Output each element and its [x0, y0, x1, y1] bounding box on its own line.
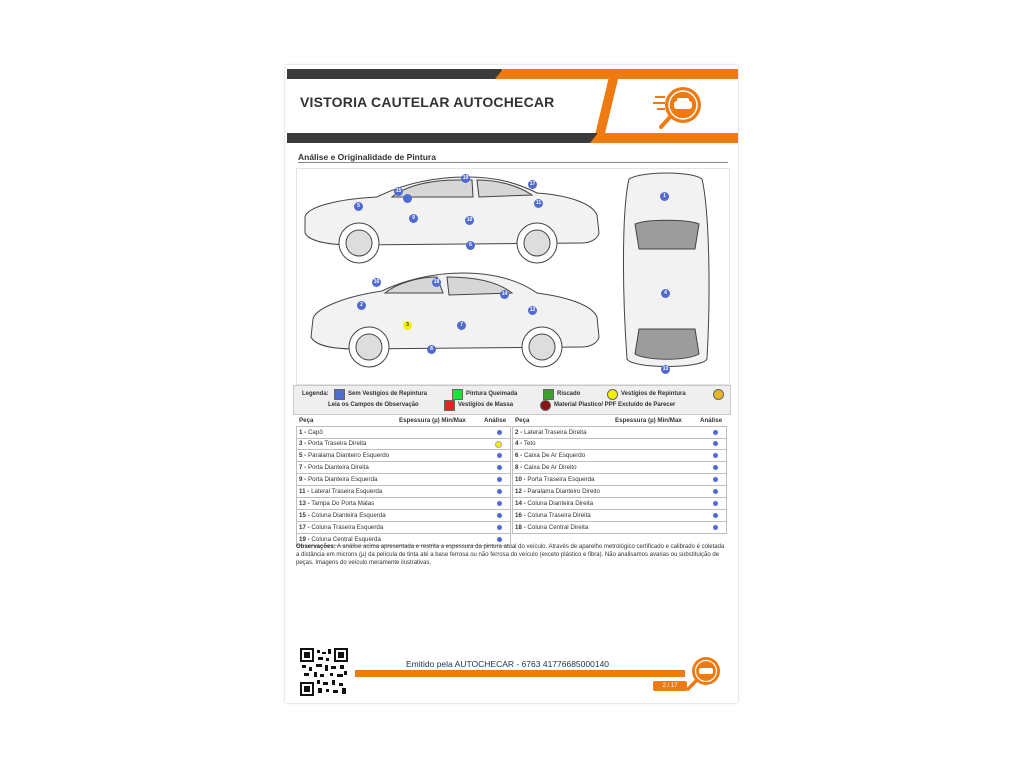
legend-label: Leia os Campos de Observação	[328, 402, 419, 408]
status-dot	[497, 501, 502, 506]
legend-swatch-orange	[713, 389, 724, 400]
marker-2: 2	[357, 301, 366, 310]
header-espessura: Espessura (µ) Min/Max	[399, 417, 466, 424]
section-divider	[298, 162, 728, 163]
table-row: 14 - Coluna Dianteira Direita	[512, 498, 727, 510]
legend-label: Vestígios de Repintura	[621, 391, 686, 397]
table-row: 4 - Teto	[512, 438, 727, 450]
legend-label: Sem Vestígios de Repintura	[348, 391, 428, 397]
header-analise: Análise	[700, 417, 723, 424]
table-row: 9 - Porta Dianteira Esquerda	[296, 474, 511, 486]
legend-swatch-green	[452, 389, 463, 400]
marker-5: 5	[354, 202, 363, 211]
report-page: VISTORIA CAUTELAR AUTOCHECAR Análise e O…	[285, 65, 738, 703]
status-dot	[713, 513, 718, 518]
marker-14: 14	[500, 290, 509, 299]
qr-code-icon	[300, 648, 348, 696]
table-row: 19 - Coluna Central Esquerda	[296, 534, 511, 546]
marker-16: 16	[372, 278, 381, 287]
marker-11: 11	[534, 199, 543, 208]
header-band-lower	[285, 133, 738, 143]
marker-6: 6	[466, 241, 475, 250]
status-dot	[497, 525, 502, 530]
legend-label: Vestígios de Massa	[458, 402, 514, 408]
status-dot	[495, 441, 502, 448]
legend-title: Legenda:	[302, 391, 329, 397]
marker-1: 1	[660, 192, 669, 201]
table-row: 7 - Porta Dianteira Direita	[296, 462, 511, 474]
status-dot	[497, 513, 502, 518]
table-row: 3 - Porta Traseira Direita	[296, 438, 511, 450]
legend-swatch-red	[444, 400, 455, 411]
table-row: 5 - Paralama Dianteiro Esquerdo	[296, 450, 511, 462]
legend-swatch-yellow	[607, 389, 618, 400]
marker-12: 12	[528, 306, 537, 315]
status-dot	[497, 430, 502, 435]
marker-9-side	[403, 194, 412, 203]
marker-19: 19	[461, 174, 470, 183]
marker-9: 9	[409, 214, 418, 223]
legend-swatch-dark-red	[540, 400, 551, 411]
observations-body: A análise acima apresentada e restrita a…	[296, 544, 725, 566]
marker-17: 17	[528, 180, 537, 189]
observations-label: Observações:	[296, 544, 336, 550]
status-dot	[713, 453, 718, 458]
legend-label: Material Plastico/ PPF Excluído de Parec…	[554, 402, 676, 408]
status-dot	[713, 525, 718, 530]
table-row: 12 - Paralama Dianteiro Direito	[512, 486, 727, 498]
header-peca: Peça	[299, 417, 314, 424]
status-dot	[497, 465, 502, 470]
autochecar-logo-icon	[653, 87, 701, 129]
status-dot	[713, 501, 718, 506]
table-row: 17 - Coluna Traseira Esquerda	[296, 522, 511, 534]
page-indicator: 2 / 17	[653, 681, 687, 691]
legend-swatch-dark-green	[543, 389, 554, 400]
table-row: 1 - Capô	[296, 426, 511, 439]
legend-label: Pintura Queimada	[466, 391, 518, 397]
marker-4: 4	[661, 289, 670, 298]
car-outline-drawing	[304, 172, 710, 368]
marker-7: 7	[457, 321, 466, 330]
table-row: 10 - Porta Traseira Esquerda	[512, 474, 727, 486]
status-dot	[713, 477, 718, 482]
status-dot	[713, 430, 718, 435]
status-dot	[713, 489, 718, 494]
legend-label: Riscado	[557, 391, 581, 397]
status-dot	[497, 477, 502, 482]
status-dot	[497, 537, 502, 542]
marker-13: 13	[661, 365, 670, 374]
header-accent-slash	[595, 75, 619, 135]
table-row: 11 - Lateral Traseira Esquerda	[296, 486, 511, 498]
header-band	[285, 69, 738, 79]
vehicle-diagram: 5 15 19 17 11 9 10 6 16 18 14 2 12 3 7 8…	[296, 168, 730, 385]
marker-8: 8	[427, 345, 436, 354]
table-row: 16 - Coluna Traseira Direita	[512, 510, 727, 522]
marker-3: 3	[403, 321, 412, 330]
paint-table: Peça Espessura (µ) Min/Max Análise Peça …	[296, 417, 728, 546]
table-row: 6 - Caixa De Ar Esquerdo	[512, 450, 727, 462]
header-analise: Análise	[484, 417, 507, 424]
status-dot	[497, 453, 502, 458]
legend: Legenda: Sem Vestígios de Repintura Pint…	[293, 385, 731, 415]
marker-15: 15	[394, 187, 403, 196]
footer-logo-icon	[686, 657, 720, 691]
marker-10: 10	[465, 216, 474, 225]
legend-swatch-blue	[334, 389, 345, 400]
marker-18: 18	[432, 278, 441, 287]
section-title: Análise e Originalidade de Pintura	[298, 152, 436, 162]
table-row: 8 - Caixa De Ar Direito	[512, 462, 727, 474]
table-row: 18 - Coluna Central Direita	[512, 522, 727, 534]
header-espessura: Espessura (µ) Min/Max	[615, 417, 682, 424]
table-row: 13 - Tampa Do Porta Malas	[296, 498, 511, 510]
footer-band	[355, 670, 738, 677]
header-peca: Peça	[515, 417, 530, 424]
observations-text: Observações: A análise acima apresentada…	[296, 543, 728, 567]
status-dot	[713, 465, 718, 470]
status-dot	[497, 489, 502, 494]
table-row: 2 - Lateral Traseira Direita	[512, 426, 727, 439]
status-dot	[713, 441, 718, 446]
footer-text: Emitido pela AUTOCHECAR - 6763 417766850…	[406, 659, 610, 669]
table-row: 15 - Coluna Dianteira Esquerda	[296, 510, 511, 522]
page-title: VISTORIA CAUTELAR AUTOCHECAR	[300, 94, 555, 110]
